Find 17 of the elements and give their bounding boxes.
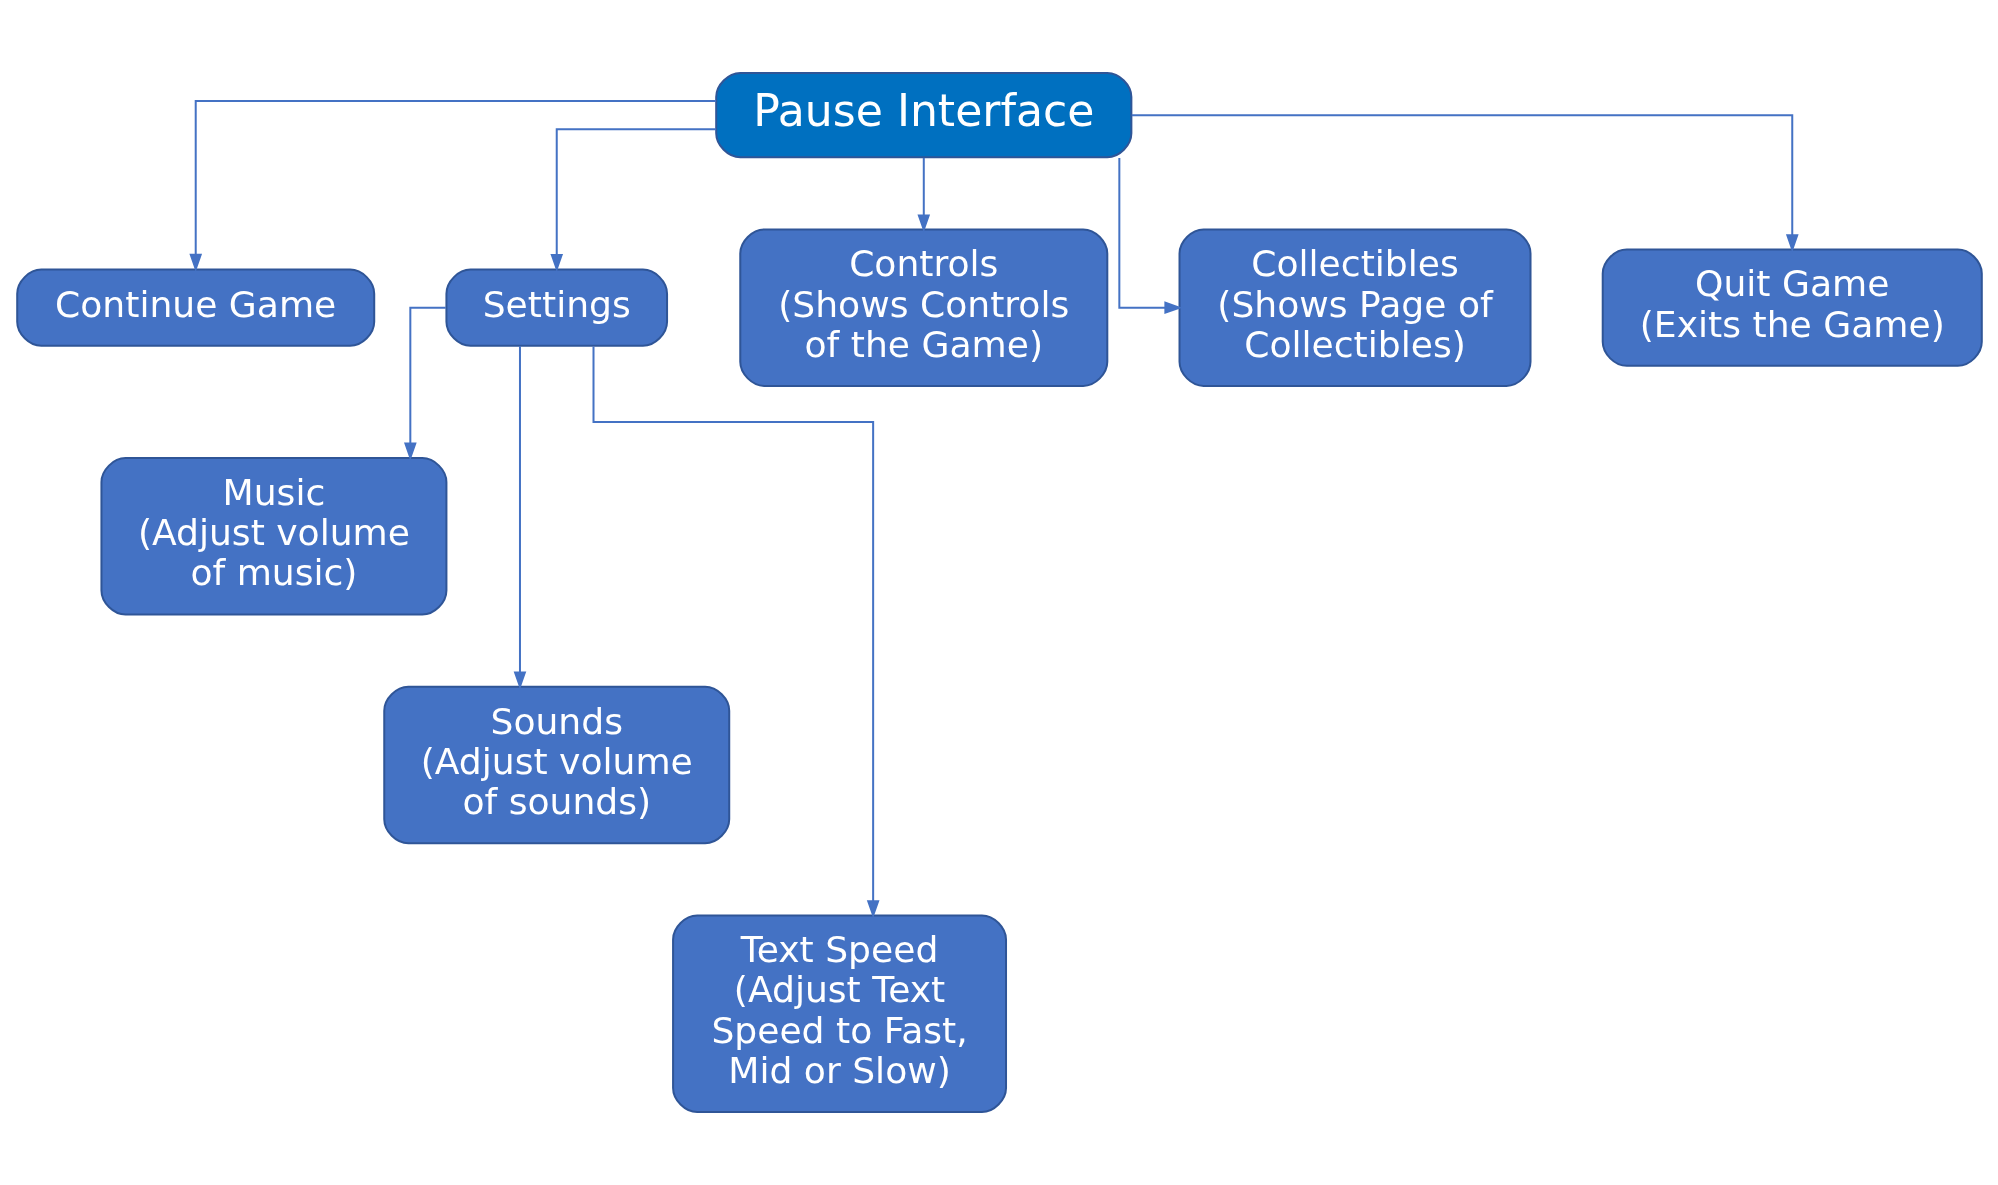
node-box: Collectibles (Shows Page of Collectibles) [1178, 228, 1531, 387]
arrow [1131, 114, 1799, 253]
arrow [916, 157, 930, 233]
arrow [513, 345, 526, 690]
arrow [549, 128, 716, 272]
arrow [592, 346, 879, 919]
node-box: Music (Adjust volume of music) [99, 457, 447, 616]
arrow [1117, 157, 1182, 314]
node-box: Text Speed (Adjust Text Speed to Fast, Mid or Slow) [671, 914, 1007, 1113]
node-box: Controls (Shows Controls of the Game) [738, 228, 1108, 387]
node-box: Settings [444, 268, 668, 347]
node-box: Quit Game (Exits the Game) [1601, 248, 1983, 367]
node-box: Pause Interface [714, 72, 1132, 159]
arrow [403, 306, 446, 461]
node-box: Sounds (Adjust volume of sounds) [382, 685, 730, 845]
arrow [188, 100, 716, 272]
node-box: Continue Game [15, 268, 375, 347]
